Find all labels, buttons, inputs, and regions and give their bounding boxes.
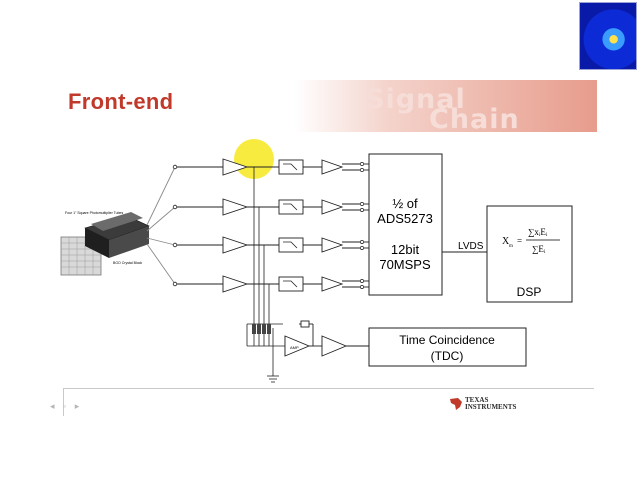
- tdc-line1: Time Coincidence: [399, 333, 495, 347]
- analog-channels: [172, 158, 369, 293]
- dsp-block: X m = ∑xᵢEᵢ ∑Eᵢ DSP: [486, 205, 573, 303]
- signal-chain-diagram: Four 1" Square Photomultiplier Tubes BGO…: [60, 139, 573, 383]
- slide-header: Front-end Signal Chain: [47, 80, 597, 135]
- channel-1-node-neg: [360, 168, 364, 172]
- channel-2-filter: [278, 199, 304, 215]
- slide-footer: ◂ ◦ ▸ TEXAS INSTRUMENTS: [50, 388, 594, 416]
- formula-equals: =: [517, 236, 522, 246]
- channel-3-filter-symbol: [283, 241, 298, 249]
- watermark-chain: Chain: [429, 104, 520, 135]
- formula-numerator: ∑xᵢEᵢ: [528, 227, 548, 237]
- adc-line1: ½ of: [392, 196, 418, 211]
- channel-1-preamp: [222, 158, 249, 176]
- channel-2-node-pos: [360, 202, 364, 206]
- adc-line3: 12bit: [391, 242, 420, 257]
- formula-sub: m: [509, 244, 513, 249]
- channel-2-node-neg: [360, 208, 364, 212]
- pmt-illustration: Four 1" Square Photomultiplier Tubes BGO…: [60, 211, 150, 276]
- channel-4-diff-driver: [321, 276, 344, 292]
- slide: Front-end Signal Chain Four 1" Square Ph…: [47, 80, 597, 416]
- channel-4-filter-symbol: [283, 280, 298, 288]
- brand-line2: INSTRUMENTS: [465, 403, 517, 411]
- channel-1-diff-driver: [321, 159, 344, 175]
- channel-3-input-node: [172, 242, 178, 248]
- channel-1-node-pos: [360, 162, 364, 166]
- sum-resistors: [252, 324, 271, 334]
- dsp-label: DSP: [517, 285, 542, 299]
- crystal-caption: BGO Crystal Block: [113, 261, 142, 265]
- sum-bus: [246, 167, 285, 383]
- channel-1-filter: [278, 159, 304, 175]
- channel-4-node-neg: [360, 285, 364, 289]
- channel-4-node-pos: [360, 279, 364, 283]
- pmt-caption: Four 1" Square Photomultiplier Tubes: [65, 211, 123, 215]
- channel-2-preamp: [222, 198, 249, 216]
- slide-nav-icon[interactable]: ◂ ◦ ▸: [50, 401, 83, 411]
- adc-block: ½ of ADS5273 12bit 70MSPS: [368, 153, 443, 296]
- slide-title: Front-end: [68, 89, 174, 114]
- adc-line2: ADS5273: [377, 211, 433, 226]
- amp-symbol: AMP: [290, 345, 299, 350]
- channel-2-input-node: [172, 204, 178, 210]
- video-thumbnail: [579, 2, 637, 70]
- channel-4-input-node: [172, 281, 178, 287]
- brand-text: TEXAS INSTRUMENTS: [465, 397, 516, 411]
- channel-1-filter-symbol: [283, 163, 298, 171]
- channel-4-filter: [278, 276, 304, 292]
- cursor-highlight: [234, 139, 274, 179]
- channel-3-diff-driver: [321, 237, 344, 253]
- adc-line4: 70MSPS: [379, 257, 431, 272]
- channel-2-diff-driver: [321, 199, 344, 215]
- brand-line1: TEXAS: [465, 396, 489, 404]
- pmt-fanout-wires: [146, 166, 176, 285]
- channel-1-input-node: [172, 164, 178, 170]
- tdc-line2: (TDC): [431, 349, 464, 363]
- formula-lhs: X: [502, 236, 510, 247]
- formula-denominator: ∑Eᵢ: [532, 244, 546, 254]
- channel-2-filter-symbol: [283, 203, 298, 211]
- watermark-signal: Signal: [365, 84, 466, 115]
- channel-3-preamp: [222, 236, 249, 254]
- lvds-label: LVDS: [458, 241, 484, 252]
- texas-instruments-logo-icon: [450, 398, 462, 410]
- channel-4-preamp: [222, 275, 249, 293]
- channel-3-filter: [278, 237, 304, 253]
- summing-amplifier: [284, 320, 369, 357]
- channel-3-node-neg: [360, 246, 364, 250]
- tdc-block: Time Coincidence (TDC): [368, 327, 527, 367]
- channel-3-node-pos: [360, 240, 364, 244]
- lvds-link: LVDS: [442, 241, 487, 253]
